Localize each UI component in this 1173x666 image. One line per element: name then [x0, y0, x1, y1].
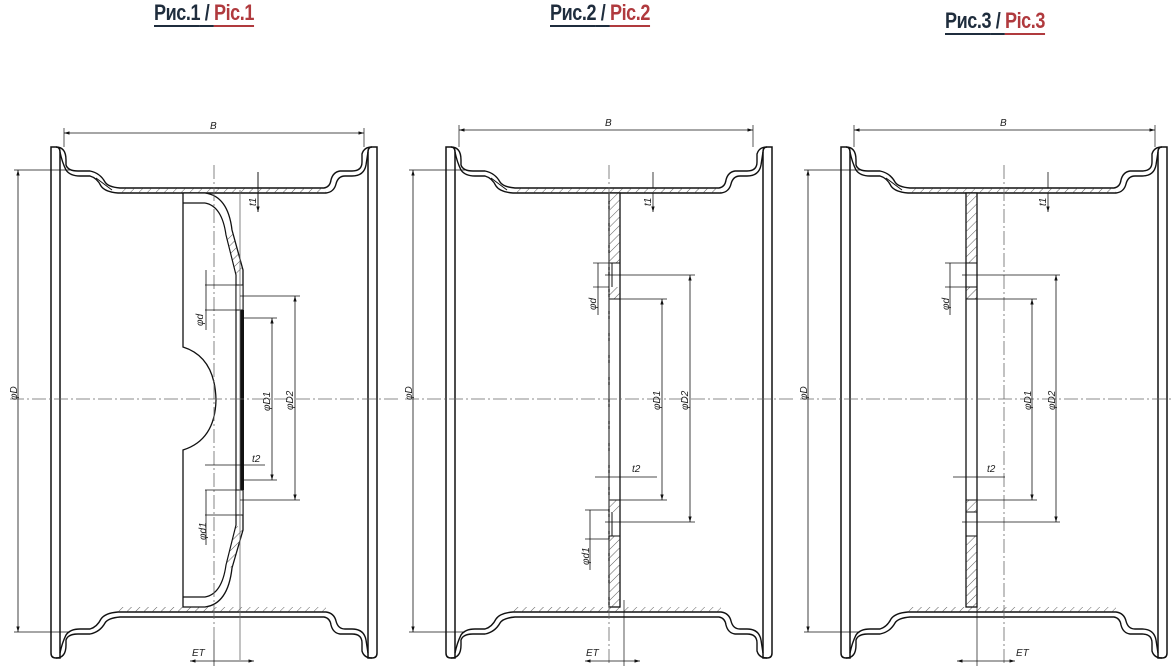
figure-2-title: Рис.2 / Pic.2 [550, 0, 651, 27]
figure-2-title-separator: / [596, 0, 610, 27]
fig3-label-d: φd [941, 297, 952, 310]
figure-1-title-ru: Рис.1 [154, 0, 201, 27]
fig1-label-t2: t2 [252, 454, 261, 465]
fig2-label-ET: ET [586, 648, 600, 659]
figure-3-labels: B φD t1 φd t2 φD1 φD2 ET [799, 118, 1058, 659]
fig2-label-D1: φD1 [652, 391, 663, 410]
figure-2-drawing [405, 125, 795, 666]
figure-3-drawing [800, 125, 1173, 666]
fig2-label-d: φd [588, 297, 599, 310]
figure-2-title-ru: Рис.2 [550, 0, 597, 27]
fig1-label-B: B [210, 121, 217, 132]
figure-1-title: Рис.1 / Pic.1 [154, 0, 255, 27]
figure-3-title: Рис.3 / Pic.3 [945, 8, 1046, 35]
fig2-label-D2: φD2 [680, 390, 691, 410]
fig2-label-t2: t2 [632, 464, 641, 475]
fig2-label-B: B [605, 118, 612, 129]
figure-3-title-ru: Рис.3 [945, 8, 992, 35]
figure-3-title-en: Pic.3 [1004, 8, 1046, 35]
figure-2-labels: B φD t1 φd t2 φd1 φD1 φD2 ET [404, 118, 691, 659]
fig1-label-D: φD [9, 386, 20, 400]
fig3-label-t2: t2 [987, 464, 996, 475]
fig3-label-B: B [1000, 118, 1007, 129]
fig2-label-D: φD [404, 386, 415, 400]
fig3-label-D: φD [799, 386, 810, 400]
fig3-label-D2: φD2 [1047, 390, 1058, 410]
fig1-label-ET: ET [192, 648, 206, 659]
fig2-label-t1: t1 [643, 198, 654, 206]
fig3-label-ET: ET [1016, 648, 1030, 659]
fig2-label-d1: φd1 [581, 547, 592, 565]
figure-2-title-en: Pic.2 [609, 0, 651, 27]
fig1-label-D2: φD2 [285, 390, 296, 410]
fig1-label-D1: φD1 [262, 392, 273, 411]
fig1-label-t1: t1 [248, 198, 259, 206]
figure-1-title-en: Pic.1 [213, 0, 255, 27]
fig3-label-D1: φD1 [1023, 391, 1034, 410]
figure-1-drawing [10, 128, 400, 666]
figure-3-title-separator: / [991, 8, 1005, 35]
fig1-label-d: φd [195, 313, 206, 326]
figure-1-labels: B φD t1 φd t2 φd1 φD1 φD2 ET [9, 121, 296, 659]
fig3-label-t1: t1 [1038, 198, 1049, 206]
figure-1-title-separator: / [200, 0, 214, 27]
fig1-label-d1: φd1 [198, 522, 209, 540]
